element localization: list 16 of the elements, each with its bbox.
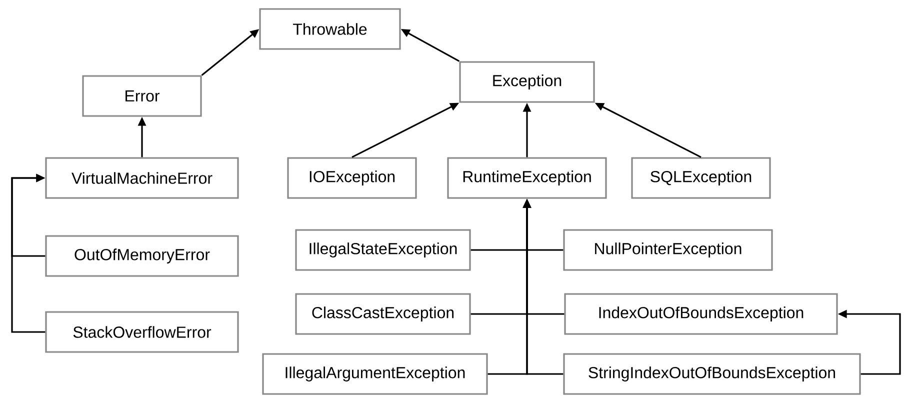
class-box: StringIndexOutOfBoundsException [563, 353, 861, 395]
class-box: IndexOutOfBoundsException [564, 293, 838, 335]
arrow [11, 174, 46, 333]
class-box: StackOverflowError [45, 311, 239, 353]
class-box: ClassCastException [295, 293, 471, 335]
class-box: IllegalStateException [295, 229, 471, 271]
class-box: IOException [287, 157, 417, 199]
class-box: RuntimeException [447, 157, 607, 199]
class-box: NullPointerException [563, 229, 773, 271]
class-box: VirtualMachineError [45, 157, 239, 199]
class-box: Exception [459, 61, 595, 103]
class-box: OutOfMemoryError [45, 235, 239, 277]
class-box: Throwable [259, 8, 401, 50]
class-box: Error [82, 75, 202, 117]
class-box: IllegalArgumentException [262, 353, 488, 395]
class-box: SQLException [631, 157, 771, 199]
